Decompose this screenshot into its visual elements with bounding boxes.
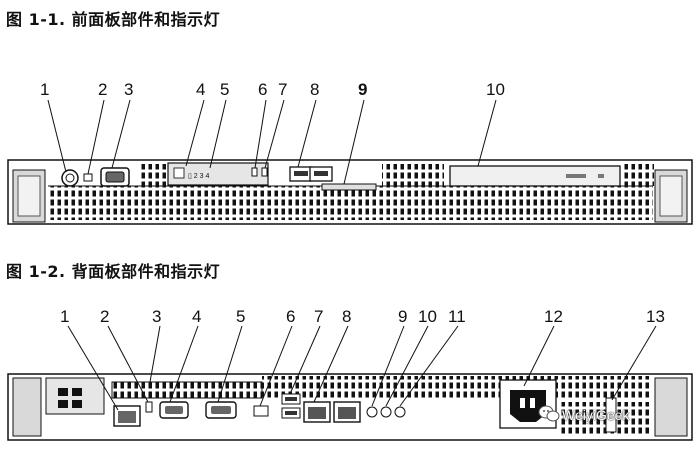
optical-drive bbox=[449, 165, 621, 187]
indicator-6 bbox=[251, 167, 258, 177]
callout-lines-rear bbox=[67, 325, 657, 411]
watermark-text: WeiyiGeek bbox=[562, 407, 630, 423]
callout-1: 1 bbox=[40, 80, 49, 99]
information-tag bbox=[321, 183, 377, 191]
callout-5: 5 bbox=[220, 80, 229, 99]
callout-rear-6: 6 bbox=[286, 307, 295, 326]
figure-2-caption: 图 1-2. 背面板部件和指示灯 bbox=[6, 262, 221, 281]
callout-7: 7 bbox=[278, 80, 287, 99]
callout-rear-10: 10 bbox=[418, 307, 437, 326]
serial-port bbox=[159, 401, 189, 419]
callout-3: 3 bbox=[124, 80, 133, 99]
callout-lines bbox=[47, 99, 497, 185]
callout-rear-12: 12 bbox=[544, 307, 563, 326]
indicator-11 bbox=[394, 406, 406, 418]
callout-rear-11: 11 bbox=[448, 307, 466, 326]
callout-10: 10 bbox=[486, 80, 505, 99]
callout-numbers-rear: 1 2 3 4 5 6 7 8 9 10 11 12 13 bbox=[60, 307, 665, 326]
callout-6: 6 bbox=[258, 80, 267, 99]
system-id-button bbox=[83, 173, 93, 182]
svg-text:▯ 2 3 4: ▯ 2 3 4 bbox=[188, 173, 209, 180]
callout-rear-7: 7 bbox=[314, 307, 323, 326]
front-panel-figure: ▯ 2 3 4 1 2 3 4 5 6 7 8 bbox=[7, 80, 693, 225]
callout-rear-1: 1 bbox=[60, 307, 69, 326]
callout-rear-2: 2 bbox=[100, 307, 109, 326]
callout-rear-9: 9 bbox=[398, 307, 407, 326]
indicator-7 bbox=[261, 167, 268, 177]
power-supply bbox=[499, 379, 557, 429]
idrac-port bbox=[113, 405, 141, 427]
callout-rear-5: 5 bbox=[236, 307, 245, 326]
back-panel-figure: 1 2 3 4 5 6 7 8 9 10 11 12 13 bbox=[7, 307, 693, 441]
indicator-10 bbox=[380, 406, 392, 418]
power-button bbox=[61, 169, 79, 187]
system-id-button-rear bbox=[253, 405, 269, 417]
usb-ports-rear bbox=[281, 393, 301, 419]
callout-rear-8: 8 bbox=[342, 307, 351, 326]
psu-handle bbox=[605, 397, 617, 433]
ethernet-ports bbox=[303, 401, 361, 423]
vflash-slot bbox=[145, 401, 153, 413]
callout-rear-13: 13 bbox=[646, 307, 665, 326]
callout-rear-3: 3 bbox=[152, 307, 161, 326]
callout-8: 8 bbox=[310, 80, 319, 99]
lcd-panel: ▯ 2 3 4 bbox=[167, 162, 269, 186]
figure-1-caption: 图 1-1. 前面板部件和指示灯 bbox=[6, 10, 221, 29]
callout-2: 2 bbox=[98, 80, 107, 99]
usb-ports bbox=[289, 166, 333, 182]
callout-9: 9 bbox=[358, 80, 367, 99]
video-port bbox=[100, 167, 130, 187]
callout-numbers: 1 2 3 4 5 6 7 8 9 10 bbox=[40, 80, 505, 99]
wechat-icon bbox=[538, 405, 560, 422]
video-port-rear bbox=[205, 401, 237, 419]
callout-rear-4: 4 bbox=[192, 307, 201, 326]
callout-4: 4 bbox=[196, 80, 205, 99]
expansion-card-slot bbox=[111, 381, 263, 399]
indicator-9 bbox=[366, 406, 378, 418]
